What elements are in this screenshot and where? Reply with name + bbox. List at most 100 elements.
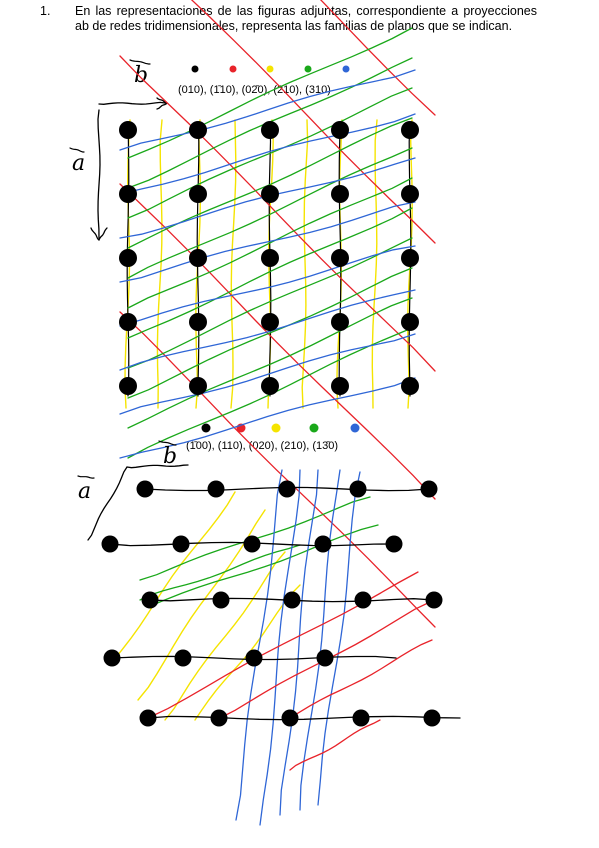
figure2-plane-blue	[259, 469, 301, 826]
figure1-plane-green	[127, 87, 413, 219]
figure2-axis-b-vector-arrow	[158, 440, 177, 446]
figure1-plane-red	[119, 183, 436, 500]
figure2-axis-b	[126, 464, 189, 469]
figure2-plane-green	[149, 524, 379, 607]
figure2-lattice-point	[245, 649, 263, 667]
figure2-lattice-point	[281, 709, 299, 727]
figure1-lattice-point	[189, 121, 207, 139]
figure2-lattice-point	[423, 709, 441, 727]
figure1-lattice-point	[119, 249, 137, 267]
figure2-plane-red	[289, 719, 381, 771]
figure1-plane-blue	[119, 201, 416, 283]
figure1-lattice-point	[331, 121, 349, 139]
figure2-lattice-point	[278, 480, 296, 498]
figure2-legend: (1̄00), (110), (020), (210), (13̄0)	[186, 440, 339, 452]
figure1-lattice-point	[261, 377, 279, 395]
figure1-plane-green	[127, 237, 413, 369]
figure1-plane-green	[127, 207, 413, 339]
figure2-lattice-point	[172, 535, 190, 553]
figure1-axis-a-arrowhead	[98, 227, 108, 241]
question-number: 1.	[40, 4, 51, 18]
figure2-lattice-point	[210, 709, 228, 727]
figure1-plane-green	[127, 27, 413, 159]
figure1-lattice-point	[119, 185, 137, 203]
figure2-plane-blue	[279, 469, 319, 816]
figure2-lattice-point	[243, 535, 261, 553]
figure1-plane-green	[127, 297, 413, 429]
figure1-lattice-point	[189, 249, 207, 267]
figure1-plane-red	[119, 55, 436, 372]
figure1-axis-b-arrowhead	[156, 102, 168, 110]
figure1-plane-blue	[119, 69, 416, 151]
figure2-lattice-point	[139, 709, 157, 727]
figure2-legend-dot-3	[309, 423, 319, 433]
figure1-plane-blue	[119, 289, 416, 371]
figure1-plane-blue	[119, 377, 416, 459]
figure2-lattice-point	[316, 649, 334, 667]
figure2-lattice-point	[136, 480, 154, 498]
figure1-plane-red	[119, 311, 436, 628]
figure1-lattice-point	[119, 377, 137, 395]
figure1-plane-blue	[119, 245, 416, 327]
figure1-lattice-point	[331, 249, 349, 267]
figure2-lattice-point	[174, 649, 192, 667]
figure1-axis-b-arrowhead	[156, 97, 168, 104]
figure1-lattice-point	[401, 121, 419, 139]
figure2-plane-yellow	[164, 551, 286, 721]
figure1-lattice-point	[189, 313, 207, 331]
figure1-axis-b-label: b	[134, 63, 148, 88]
figure1-lattice-point	[331, 313, 349, 331]
figure2-axis-a-label: a	[78, 479, 91, 504]
figure1-lattice-point	[261, 185, 279, 203]
figure2-lattice-point	[425, 591, 443, 609]
figure1-lattice-point	[189, 185, 207, 203]
figure1-axis-a-arrowhead	[90, 227, 100, 241]
figure1-legend-dot-2	[266, 65, 274, 73]
figure1-plane-yellow	[156, 119, 163, 409]
figure1-plane-green	[127, 147, 413, 279]
figure1-lattice-point	[261, 121, 279, 139]
figure2-plane-yellow	[111, 491, 236, 663]
figure1-plane-green	[127, 177, 413, 309]
figure1-axis-a-label: a	[72, 151, 85, 176]
figure1-plane-red	[190, 0, 436, 244]
figure1-lattice-point	[119, 121, 137, 139]
figure1-plane-blue	[119, 333, 416, 415]
figure1-axis-a	[97, 109, 101, 239]
figure1-legend-dot-0	[191, 65, 199, 73]
figure2-lattice-point	[141, 591, 159, 609]
figure2-lattice-point	[354, 591, 372, 609]
figure1-legend-dot-4	[342, 65, 350, 73]
figure1-plane-yellow	[371, 119, 378, 409]
figure2-plane-red	[147, 571, 419, 719]
figure1-legend: (010), (1̄10), (02̄0), (210), (310)	[178, 84, 331, 96]
figure2-legend-dot-0	[201, 423, 211, 433]
figure2-lattice-point	[385, 535, 403, 553]
figure1-legend-dot-3	[304, 65, 312, 73]
figure2-legend-dot-4	[350, 423, 360, 433]
figure2-lattice-point	[103, 649, 121, 667]
figure2-lattice-point	[283, 591, 301, 609]
figure2-plane-red	[289, 639, 433, 719]
figure2-plane-blue	[299, 469, 341, 811]
figure1-lattice-point	[401, 249, 419, 267]
figure1-plane-yellow	[301, 119, 309, 409]
figure1-lattice-point	[261, 249, 279, 267]
figure2-lattice-point	[420, 480, 438, 498]
figure1-lattice-point	[331, 185, 349, 203]
figure1-lattice-point	[401, 313, 419, 331]
figure1-plane-green	[127, 267, 413, 399]
figure1-plane-blue	[119, 113, 416, 195]
figure1-axis-a-vector-arrow	[69, 147, 85, 153]
figure2-lattice-point	[314, 535, 332, 553]
figure2-plane-black	[147, 715, 461, 721]
figure1-lattice-point	[119, 313, 137, 331]
figure2-lattice-point	[207, 480, 225, 498]
figure1-lattice-point	[261, 313, 279, 331]
figure2-lattice-point	[101, 535, 119, 553]
figure1-lattice-point	[401, 185, 419, 203]
figure1-axis-b-vector-arrow	[129, 59, 151, 65]
figure2-lattice-point	[349, 480, 367, 498]
figure2-plane-yellow	[194, 584, 301, 721]
